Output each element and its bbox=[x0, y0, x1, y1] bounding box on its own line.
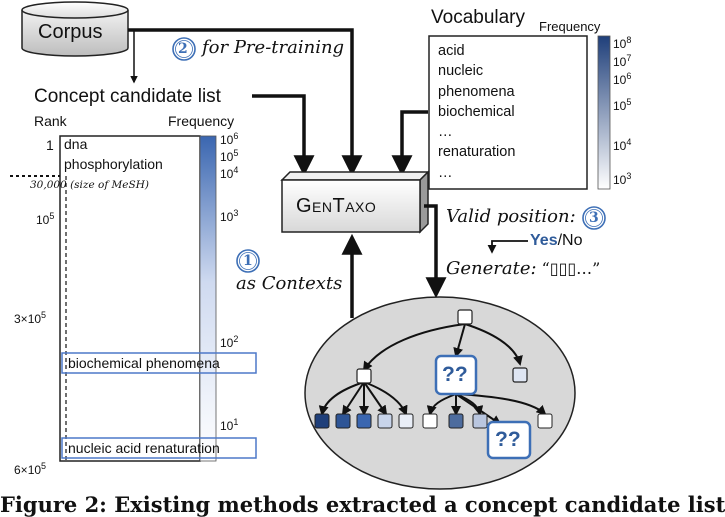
vocab-word: … bbox=[438, 164, 453, 181]
tree-node-placeholder-1 bbox=[434, 354, 478, 396]
tree-leaf-node bbox=[422, 413, 438, 429]
first-item-line2: phosphorylation bbox=[64, 156, 163, 172]
corpus-label: Corpus bbox=[38, 21, 103, 43]
vocab-word: phenomena bbox=[438, 83, 515, 100]
vocab-word: nucleic bbox=[438, 63, 484, 80]
concept-freq-tick: 101 bbox=[220, 417, 239, 433]
vocab-word: renaturation bbox=[438, 144, 516, 161]
tree-leaf-node bbox=[472, 413, 488, 429]
taxonomy-nodes bbox=[314, 309, 553, 460]
generate-label: Generate: bbox=[446, 258, 537, 279]
valid-position-label: Valid position: bbox=[446, 206, 576, 227]
nucleic-item-label: nucleic acid renaturation bbox=[68, 440, 220, 456]
generate-value: “▯▯▯…” bbox=[541, 259, 601, 278]
concept-frequency-bar bbox=[199, 135, 217, 462]
vocab-word: acid bbox=[438, 43, 465, 59]
step-1-circle bbox=[236, 249, 260, 273]
tree-leaf-node bbox=[314, 413, 330, 429]
nucleic-highlight-box bbox=[61, 437, 257, 459]
figure-caption: Figure 2: Existing methods extracted a c… bbox=[0, 492, 725, 517]
gentaxo-model-box bbox=[280, 170, 430, 234]
vocab-frequency-label: Frequency bbox=[539, 19, 601, 34]
rank-tick: 105 bbox=[36, 211, 55, 227]
diagram-canvas bbox=[10, 1, 611, 490]
vocabulary-title: Vocabulary bbox=[431, 7, 526, 28]
vocab-frequency-bar bbox=[597, 35, 611, 190]
rank-tick: 6×105 bbox=[14, 461, 47, 477]
output-arrow bbox=[424, 204, 447, 299]
tree-leaf-node bbox=[377, 413, 393, 429]
biochem-highlight-box bbox=[61, 352, 257, 374]
tree-leaf-node bbox=[448, 413, 464, 429]
tree-node-mid-right bbox=[512, 367, 528, 383]
yes-label: Yes bbox=[530, 232, 558, 249]
step-3-number: 3 bbox=[589, 210, 599, 226]
tree-leaf-node bbox=[335, 413, 351, 429]
no-label: No bbox=[562, 232, 583, 249]
vocab-to-gentaxo-arrow bbox=[391, 110, 428, 177]
step-3-circle bbox=[582, 206, 606, 230]
rank-tick: 3×105 bbox=[14, 310, 47, 326]
tree-leaf-node bbox=[537, 413, 553, 429]
yes-arrow bbox=[487, 240, 528, 254]
placeholder-2-label: ?? bbox=[495, 428, 521, 451]
concept-freq-tick: 102 bbox=[220, 334, 239, 350]
vocab-freq-tick: 108 bbox=[613, 35, 632, 51]
corpus-database-icon bbox=[21, 1, 129, 57]
tree-leaf-node bbox=[356, 413, 372, 429]
vocab-word: biochemical bbox=[438, 103, 515, 120]
list-to-gentaxo-arrow bbox=[252, 94, 315, 177]
step-2-number: 2 bbox=[178, 41, 188, 57]
concept-freq-tick: 105 bbox=[220, 148, 239, 164]
vocab-word: … bbox=[438, 124, 453, 141]
tree-root-node bbox=[457, 309, 473, 325]
contexts-label: as Contexts bbox=[236, 273, 343, 294]
mesh-size-note: 30,000 (size of MeSH) bbox=[30, 179, 149, 191]
yes-no-label: Yes/No bbox=[530, 233, 583, 249]
corpus-pretraining-arrow bbox=[128, 28, 363, 177]
tree-leaf-node bbox=[398, 413, 414, 429]
tree-node-placeholder-2 bbox=[486, 420, 532, 460]
concept-freq-tick: 103 bbox=[220, 208, 239, 224]
concept-list-title: Concept candidate list bbox=[34, 86, 221, 107]
rank-label: Rank bbox=[34, 113, 67, 129]
vocab-freq-tick: 107 bbox=[613, 53, 632, 69]
concept-freq-tick: 106 bbox=[220, 131, 239, 147]
step-1-number: 1 bbox=[243, 253, 253, 269]
pretraining-label: for Pre-training bbox=[202, 37, 345, 58]
vocab-freq-tick: 106 bbox=[613, 71, 632, 87]
gentaxo-label: GenTaxo bbox=[296, 195, 377, 217]
step-2-circle bbox=[172, 37, 196, 61]
generate-line: Generate: “▯▯▯…” bbox=[446, 259, 600, 278]
first-rank-label: 1 bbox=[46, 137, 54, 153]
vocab-freq-tick: 105 bbox=[613, 97, 632, 113]
concept-frequency-label: Frequency bbox=[168, 113, 235, 129]
vocab-freq-tick: 104 bbox=[613, 137, 632, 153]
vocabulary-word-list: acid nucleic phenomena biochemical … ren… bbox=[438, 41, 515, 183]
biochem-item-label: biochemical phenomena bbox=[68, 355, 220, 371]
vocab-freq-tick: 103 bbox=[613, 171, 632, 187]
first-item-line1: dna bbox=[64, 136, 88, 152]
concept-freq-tick: 104 bbox=[220, 165, 239, 181]
placeholder-1-label: ?? bbox=[442, 363, 468, 386]
tree-node-mid-left bbox=[356, 368, 372, 384]
yes-no-separator: / bbox=[557, 232, 563, 249]
vocabulary-box bbox=[428, 35, 588, 190]
